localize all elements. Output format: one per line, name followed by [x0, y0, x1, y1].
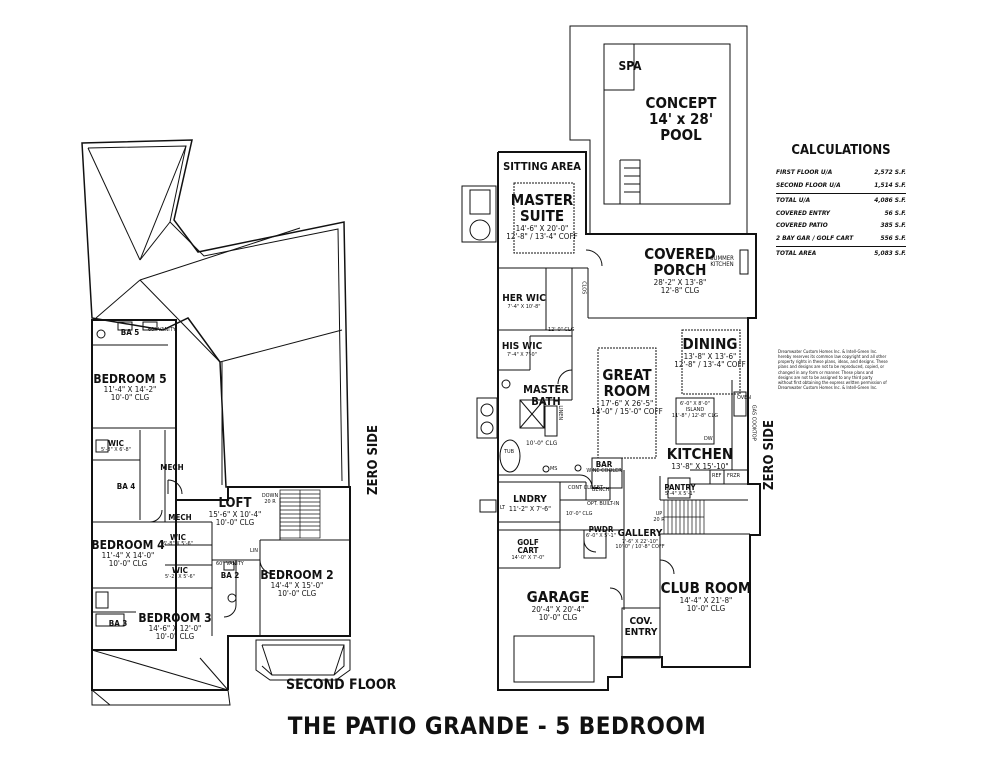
room-bedroom-2: BEDROOM 2 14'-4" X 15'-0" 10'-0" CLG: [260, 568, 334, 598]
room-mech-2: MECH: [168, 513, 192, 522]
kitchen-island-outline: [675, 397, 715, 445]
room-sitting-area: SITTING AREA: [503, 160, 581, 173]
room-mech-1: MECH: [160, 463, 184, 472]
ref-label: REF: [712, 473, 722, 479]
dw-label: DW: [704, 436, 713, 442]
second-floor-stair: [279, 489, 321, 539]
ba2-vanity-note: 60" VANITY: [216, 561, 244, 567]
room-lin: LIN: [250, 548, 258, 554]
frzr-label: FRZR: [727, 473, 741, 479]
ba5-vanity-note: 60" VANITY: [148, 327, 176, 333]
room-ba3: BA 3: [108, 619, 128, 628]
room-garage: GARAGE 20'-4" X 20'-4" 10'-0" CLG: [526, 588, 590, 623]
calculations-title: CALCULATIONS: [791, 143, 891, 158]
copyright-disclaimer: Dreamwater Custom Homes Inc. & Intell-Gr…: [778, 350, 888, 392]
plan-title: THE PATIO GRANDE - 5 BEDROOM: [287, 712, 707, 740]
tub-label: TUB: [504, 449, 515, 455]
room-master-bath: MASTER BATH: [523, 383, 569, 408]
clg-12-note: 12'-0" CLG: [548, 327, 575, 333]
room-dining: DINING 13'-8" X 13'-6" 12'-8" / 13'-4" C…: [674, 335, 746, 370]
room-bedroom-4: BEDROOM 4 11'-4" X 14'-0" 10'-0" CLG: [91, 538, 165, 568]
lt-label: LT: [500, 505, 506, 511]
room-master-suite: MASTER SUITE 14'-6" X 20'-0" 12'-8" / 13…: [506, 191, 578, 241]
room-golf-cart: GOLF CART 14'-0" X 7'-0": [511, 538, 545, 561]
second-floor-zero-side: ZERO SIDE: [366, 425, 381, 495]
room-ba2: BA 2: [220, 571, 240, 580]
bench-label: BENCH: [592, 487, 610, 493]
master-bath-clg: 10'-0" CLG: [526, 439, 558, 447]
concept-pool-label: CONCEPT 14' x 28' POOL: [645, 94, 717, 144]
cont-closet-label: CONT CLOSET: [568, 485, 603, 491]
room-bedroom-3: BEDROOM 3 14'-6" X 12'-0" 10'-0" CLG: [138, 611, 212, 641]
concept-pool: [603, 43, 731, 205]
first-floor-stair: [663, 499, 705, 535]
roof-outline: [81, 139, 350, 488]
second-floor-title: SECOND FLOOR: [286, 677, 397, 693]
room-ba4: BA 4: [116, 482, 136, 491]
garage-door: [513, 635, 595, 683]
linen-label: LINEN: [557, 405, 564, 421]
kitchen-island: 6'-0" X 8'-0" ISLAND 11'-8" / 12'-8" CLG: [671, 401, 719, 419]
clos-label: CLOS: [580, 281, 587, 295]
room-bedroom-5: BEDROOM 5 11'-4" X 14'-2" 10'-0" CLG: [93, 372, 167, 402]
room-covered-entry: COV. ENTRY: [624, 616, 658, 638]
room-kitchen: KITCHEN 13'-8" X 15'-10": [666, 445, 734, 471]
second-floor-balcony-roof: [255, 639, 351, 681]
room-gallery: GALLERY 7'-6" X 22'-10" 10'-0" / 10'-8" …: [615, 528, 665, 551]
room-ba5: BA 5: [120, 328, 140, 337]
spa: [603, 43, 635, 91]
opt-built-in-label: OPT. BUILT-IN: [587, 501, 620, 507]
oven-label: OVEN: [737, 395, 752, 401]
first-floor-zero-side: ZERO SIDE: [762, 420, 777, 490]
room-loft: LOFT 15'-6" X 10'-4" 10'-0" CLG: [208, 496, 262, 528]
clg-10-note: 10'-0" CLG: [566, 511, 593, 517]
tub-fixture: [499, 439, 521, 473]
room-great-room: GREAT ROOM 17'-6" X 26'-5" 14'-0" / 15'-…: [591, 366, 663, 416]
ms-label: MS: [550, 466, 558, 472]
room-covered-porch: COVERED PORCH 28'-2" X 13'-8" 12'-8" CLG: [644, 245, 716, 295]
first-floor-outline: [497, 151, 761, 691]
gas-cooktop-label: GAS COOKTOP: [750, 404, 757, 441]
room-club-room: CLUB ROOM 14'-4" X 21'-8" 10'-0" CLG: [660, 579, 752, 614]
spa-label: SPA: [618, 59, 642, 73]
